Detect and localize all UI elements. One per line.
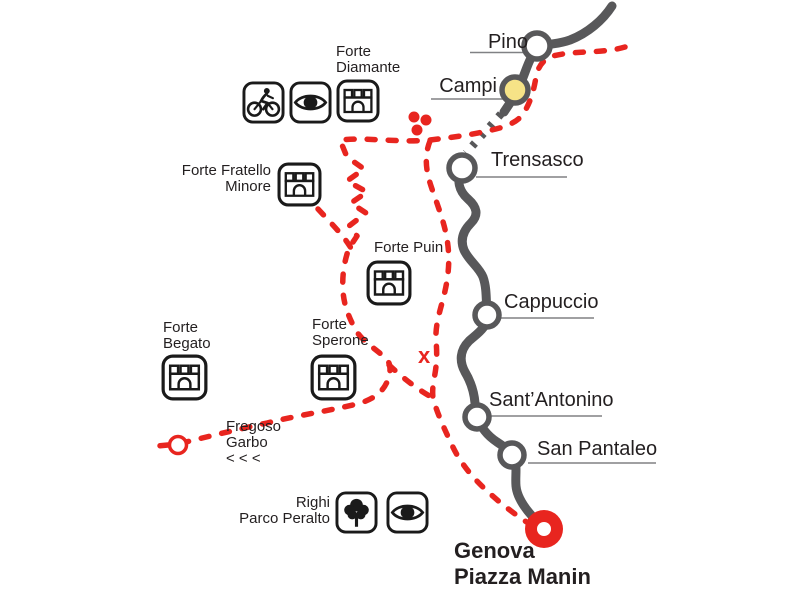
fort-label-puin: Forte Puin	[374, 239, 444, 256]
forte-diamante-castle-icon	[336, 79, 380, 123]
trail-fratello-spur	[315, 206, 354, 251]
chevrons-left: < < <	[226, 450, 261, 467]
terminus-label-line1: Genova	[454, 538, 535, 563]
station-label-trensasco: Trensasco	[491, 149, 584, 171]
forte-puin-castle-icon	[366, 260, 412, 306]
railway-line-lower	[454, 163, 549, 534]
station-label-pino: Pino	[487, 31, 528, 53]
terminus-label-line2: Piazza Manin	[454, 564, 591, 589]
trail-ring-marker	[167, 434, 189, 456]
trail-sperone-connector	[386, 362, 436, 401]
red-dots-marker	[408, 111, 432, 136]
station-trensasco	[446, 152, 478, 184]
railway-line-dotted-section	[463, 111, 504, 156]
trail-main	[145, 44, 628, 450]
station-campi	[499, 74, 531, 106]
fort-label-fratello-minore: Forte Fratello Minore	[181, 162, 271, 195]
fort-label-begato: Forte Begato	[163, 319, 211, 352]
station-label-underlines	[431, 51, 656, 464]
tree-icon	[335, 491, 378, 534]
x-trail-marker: x	[418, 343, 431, 368]
station-cappuccio	[472, 300, 502, 330]
trail-central	[423, 138, 534, 528]
fort-label-diamante: Forte Diamante	[336, 43, 401, 76]
note-righi-parco-peralto: Righi Parco Peralto	[239, 494, 330, 527]
eye-icon	[289, 81, 332, 124]
fort-label-sperone: Forte Sperone	[312, 316, 369, 349]
trail-note-fregoso-garbo: Fregoso Garbo < < <	[226, 418, 282, 467]
station-label-campi: Campi	[439, 75, 497, 97]
eye-icon-righi	[386, 491, 429, 534]
forte-begato-castle-icon	[161, 354, 208, 401]
terminus-genova-marker	[525, 510, 563, 548]
station-pino	[521, 30, 553, 62]
station-sanpantaleo	[497, 440, 527, 470]
bicycle-icon	[242, 81, 285, 124]
terminus-label-genova: Genova Piazza Manin	[454, 538, 591, 590]
forte-fratello-minore-castle-icon	[277, 162, 322, 207]
station-label-sanpantaleo: San Pantaleo	[537, 438, 658, 460]
station-santantonino	[462, 402, 492, 432]
forte-sperone-castle-icon	[310, 354, 357, 401]
station-label-cappuccio: Cappuccio	[504, 291, 599, 313]
station-label-santantonino: Sant’Antonino	[489, 389, 614, 411]
